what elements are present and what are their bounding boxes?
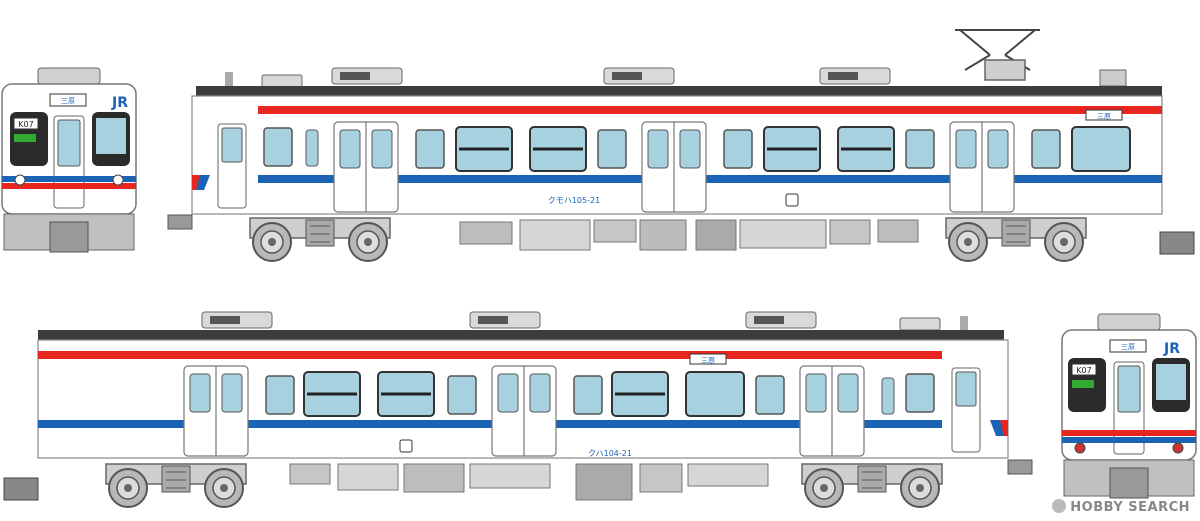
front-brand-right: JR (1163, 341, 1180, 357)
car-number-bottom: 104-21 (604, 449, 632, 458)
dest-sign-bottom: 三原 (701, 357, 715, 365)
car-bottom: 三原 クハ104-21 (3, 311, 1033, 507)
svg-text:クハ104-21: クハ104-21 (588, 449, 632, 458)
front-dest-right: 三原 (1121, 343, 1135, 351)
pantograph (955, 29, 1040, 81)
dest-sign-top: 三原 (1097, 113, 1111, 121)
front-view-left: 三原 JR K07 (1, 67, 137, 253)
front-dest-left: 三原 (61, 97, 75, 105)
watermark: HOBBY SEARCH (1052, 499, 1190, 515)
front-brand-left: JR (111, 95, 128, 111)
hobby-search-logo-icon (1052, 499, 1067, 513)
car-prefix-top: クモハ (548, 196, 572, 205)
route-code-right: K07 (1076, 366, 1091, 375)
car-number-top: 105-21 (572, 196, 600, 205)
svg-text:クモハ105-21: クモハ105-21 (548, 196, 600, 205)
car-prefix-bottom: クハ (588, 449, 604, 458)
car-top: 三原 クモハ105-21 (167, 29, 1195, 261)
front-view-right: 三原 JR K07 (1061, 313, 1197, 499)
route-code-left: K07 (18, 120, 33, 129)
watermark-text: HOBBY SEARCH (1070, 500, 1190, 515)
